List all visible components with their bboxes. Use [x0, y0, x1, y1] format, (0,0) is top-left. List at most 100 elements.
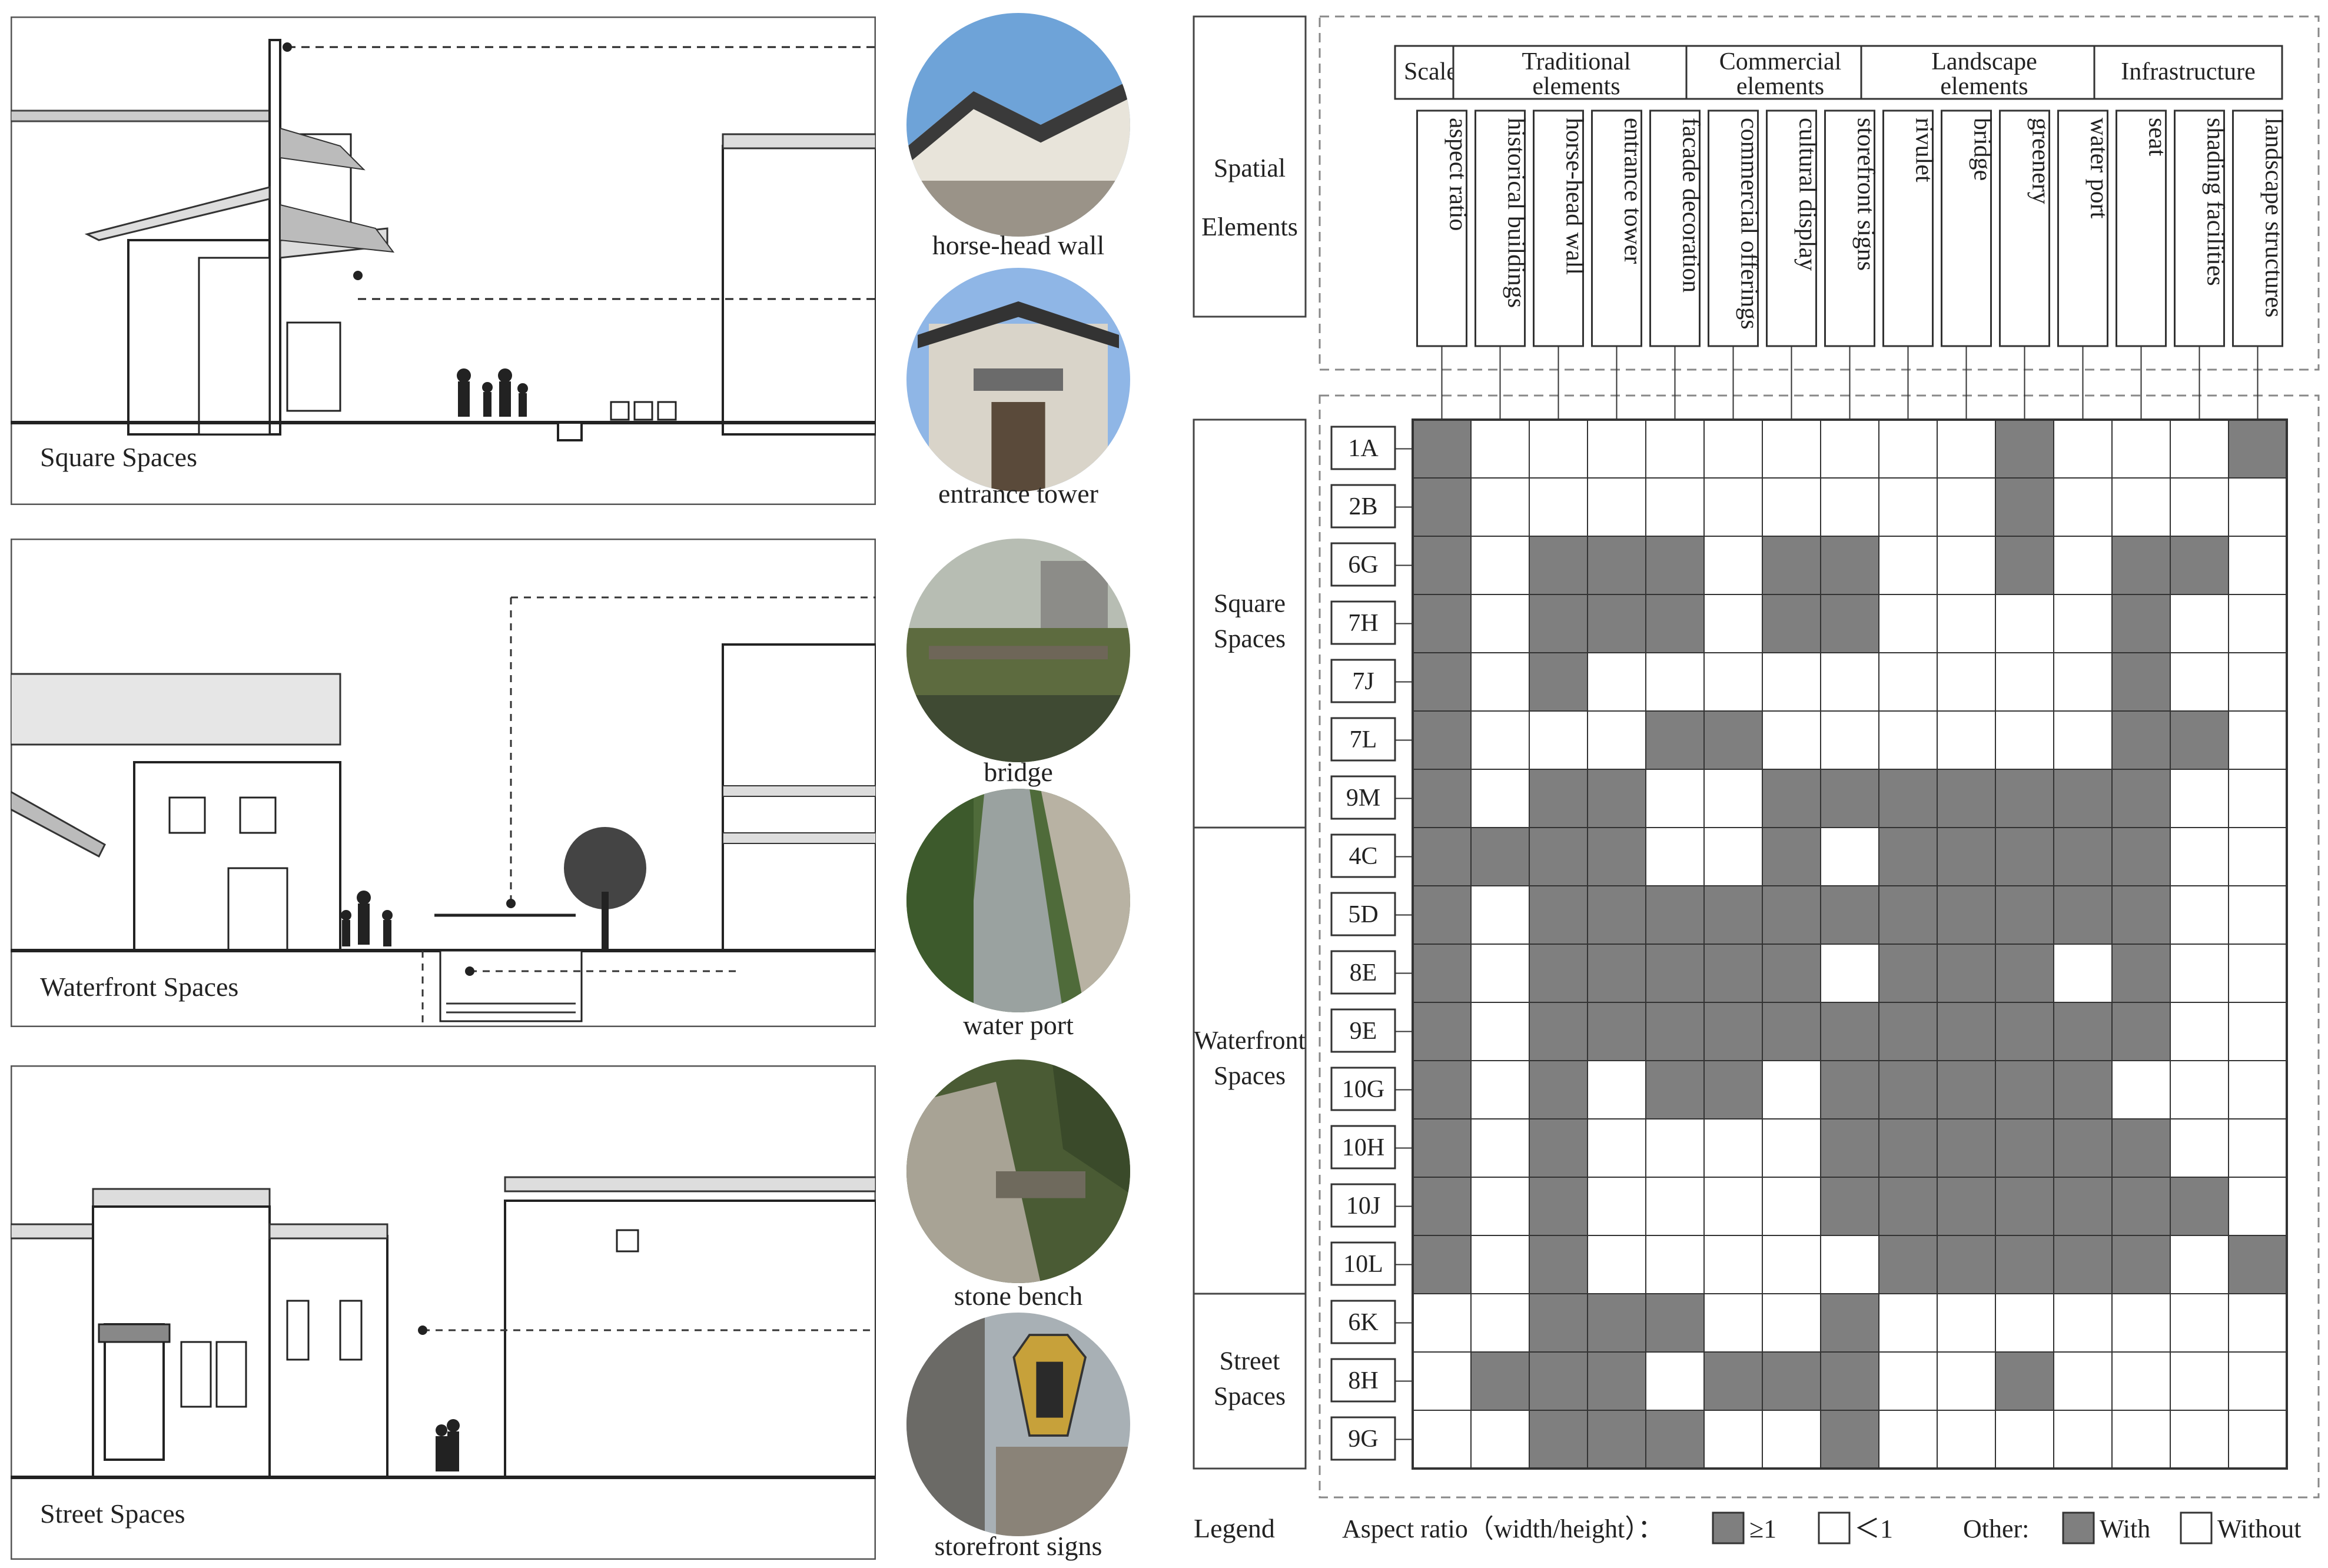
matrix-cell: [1645, 536, 1705, 595]
photo-water-port: [906, 789, 1130, 1012]
matrix-cell: [1587, 1118, 1646, 1178]
matrix-cell: [1762, 885, 1821, 945]
matrix-cell: [1820, 710, 1879, 770]
matrix-cell: [2228, 1410, 2287, 1469]
matrix-cell: [1762, 1293, 1821, 1353]
row-id-box: [1330, 950, 1396, 995]
matrix-cell: [1412, 1060, 1472, 1119]
matrix-cell: [1529, 885, 1588, 945]
matrix-cell: [1937, 1351, 1996, 1411]
row-id-box: [1330, 1125, 1396, 1170]
matrix-cell: [1645, 1410, 1705, 1469]
matrix-cell: [1995, 536, 2054, 595]
matrix-cell: [1645, 1177, 1705, 1236]
matrix-cell: [1529, 710, 1588, 770]
matrix-cell: [2111, 477, 2171, 537]
section-label-square: Square Spaces: [40, 442, 197, 472]
column-header-label: water port: [2085, 118, 2113, 219]
matrix-cell: [1995, 885, 2054, 945]
row-id-box: [1330, 775, 1396, 820]
matrix-cell: [1412, 1235, 1472, 1294]
photo-storefront-signs: [906, 1313, 1130, 1536]
matrix-cell: [1878, 885, 1938, 945]
row-id-box: [1330, 600, 1396, 645]
matrix-cell: [2228, 652, 2287, 712]
matrix-cell: [1587, 594, 1646, 653]
column-header-label: shading facilities: [2202, 118, 2229, 286]
row-id-label: 6G: [1348, 552, 1378, 579]
column-header-label: aspect ratio: [1444, 118, 1472, 231]
row-id-box: [1330, 1008, 1396, 1053]
matrix-cell: [1878, 419, 1938, 479]
row-id-label: 9M: [1346, 785, 1380, 812]
matrix-cell: [1470, 1410, 1530, 1469]
matrix-cell: [1529, 1002, 1588, 1061]
photo-label: water port: [963, 1010, 1074, 1040]
column-header-label: rivulet: [1911, 118, 1938, 182]
matrix-cell: [1703, 710, 1763, 770]
matrix-cell: [2228, 1002, 2287, 1061]
matrix-cell: [1645, 1118, 1705, 1178]
matrix-cell: [2111, 1002, 2171, 1061]
matrix-cell: [1645, 477, 1705, 537]
matrix-cell: [1470, 1002, 1530, 1061]
legend-lt1: ＜1: [1854, 1514, 1893, 1543]
column-header-box: [1416, 109, 1467, 347]
group-header-label: elements: [1532, 73, 1620, 100]
matrix-cell: [2053, 885, 2113, 945]
row-id-label: 9G: [1348, 1426, 1378, 1453]
photo-horse-head-wall: [906, 13, 1130, 237]
matrix-cell: [1995, 652, 2054, 712]
matrix-cell: [1412, 1293, 1472, 1353]
group-header-box: [1452, 45, 1701, 100]
matrix-cell: [1820, 827, 1879, 886]
column-header-label: facade decoration: [1678, 118, 1705, 293]
category-box: [1193, 826, 1307, 1295]
matrix-cell: [1470, 827, 1530, 886]
matrix-cell: [2111, 1177, 2171, 1236]
matrix-cell: [1587, 1002, 1646, 1061]
matrix-cell: [1878, 769, 1938, 828]
matrix-cell: [1995, 419, 2054, 479]
photo-label: bridge: [984, 757, 1053, 787]
matrix-cell: [1937, 1410, 1996, 1469]
matrix-cell: [1762, 1351, 1821, 1411]
column-header-label: commercial offerings: [1736, 118, 1763, 330]
square-spaces-drawing: [11, 16, 876, 505]
matrix-cell: [1762, 652, 1821, 712]
matrix-cell: [1937, 885, 1996, 945]
matrix-cell: [1937, 477, 1996, 537]
photo-entrance-tower: [906, 268, 1130, 491]
row-id-box: [1330, 1300, 1396, 1344]
row-id-label: 1A: [1348, 435, 1379, 462]
matrix-cell: [1645, 710, 1705, 770]
group-header-label: elements: [1940, 73, 2028, 100]
matrix-cell: [1470, 536, 1530, 595]
matrix-cell: [2170, 710, 2229, 770]
matrix-cell: [1820, 1002, 1879, 1061]
column-header-label: bridge: [1969, 118, 1996, 181]
matrix-cell: [1762, 594, 1821, 653]
group-header-label: Commercial: [1719, 48, 1842, 75]
matrix-cell: [1995, 1002, 2054, 1061]
matrix-cell: [1645, 594, 1705, 653]
matrix-cell: [1412, 1351, 1472, 1411]
group-header-label: Traditional: [1522, 48, 1630, 75]
matrix-cell: [1529, 536, 1588, 595]
column-header-label: landscape structures: [2260, 118, 2287, 317]
matrix-cell: [1529, 944, 1588, 1003]
group-header-label: Landscape: [1931, 48, 2037, 75]
matrix-cell: [2170, 1410, 2229, 1469]
matrix-cell: [2170, 419, 2229, 479]
row-id-label: 2B: [1349, 493, 1377, 520]
header-frame: [1319, 15, 2320, 371]
column-header-box: [1999, 109, 2050, 347]
matrix-cell: [2111, 1293, 2171, 1353]
category-box: [1193, 1293, 1307, 1470]
matrix-cell: [2053, 710, 2113, 770]
matrix-cell: [1878, 1118, 1938, 1178]
matrix-cell: [2170, 885, 2229, 945]
matrix-cell: [1878, 944, 1938, 1003]
matrix-cell: [1703, 652, 1763, 712]
